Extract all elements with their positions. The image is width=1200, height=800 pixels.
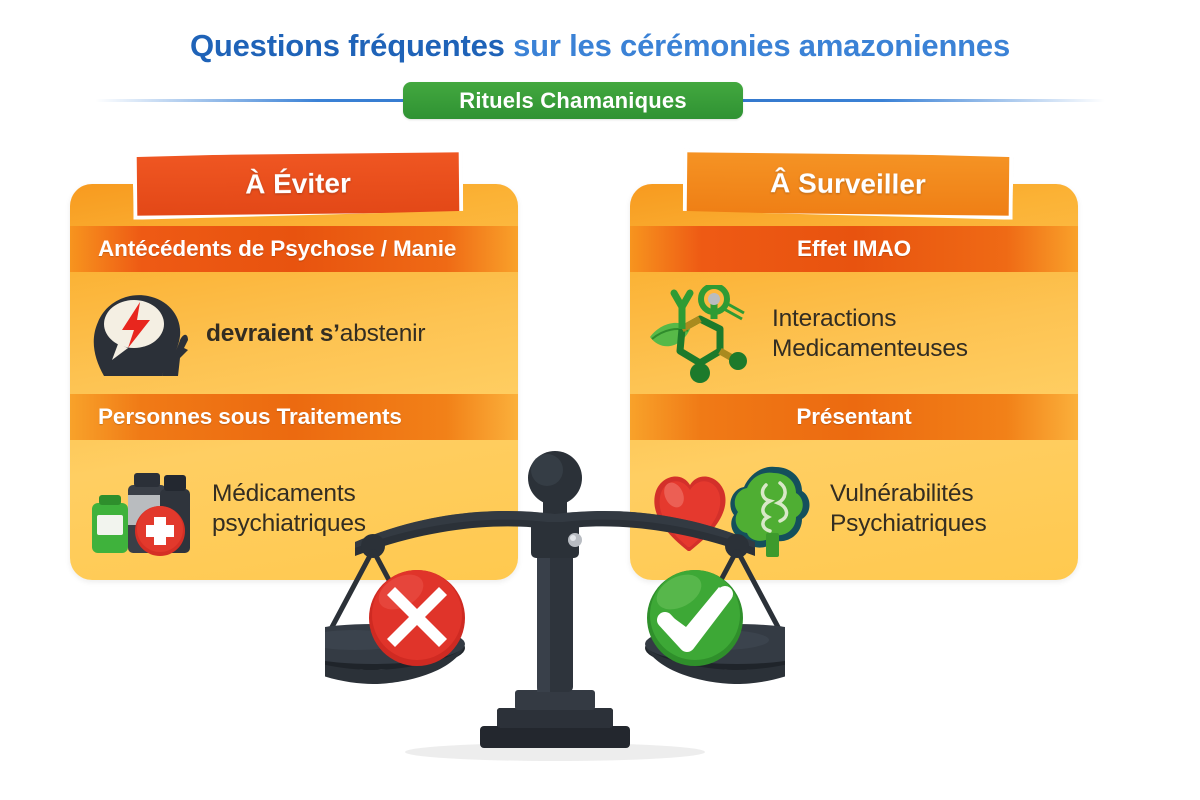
row-medicaments-psychiatriques: Médicaments psychiatriques (70, 446, 518, 572)
section-band-imao: Effet IMAO (630, 226, 1078, 272)
row-text-line2: Psychiatriques (830, 510, 987, 537)
ribbon-a-surveiller: Â Surveiller (683, 148, 1014, 219)
card-a-surveiller: Effet IMAO (630, 184, 1078, 580)
row-text-line1: Interactions (772, 305, 897, 332)
row-text-interactions: Interactions Medicamenteuses (772, 304, 968, 364)
heart-brain-tree-icon (648, 459, 816, 559)
page-title-strong: Questions fréquentes (189, 28, 505, 63)
row-text-medicaments: Médicaments psychiatriques (212, 479, 366, 539)
page-title: Questions fréquentes sur les cérémonies … (0, 24, 1200, 68)
row-devraient-sabstenir: devraient s’abstenir (70, 278, 518, 390)
row-text-abstenir: devraient s’abstenir (206, 319, 426, 349)
medicine-bottles-icon (88, 459, 198, 559)
section-band-presentant: Présentant (630, 394, 1078, 440)
subtitle-badge: Rituels Chamaniques (403, 82, 743, 119)
molecule-leaf-icon (648, 285, 758, 383)
row-text-vulnerabilites: Vulnérabilités Psychiatriques (830, 479, 987, 539)
page-title-light: sur les cérémonies amazoniennes (504, 28, 1010, 63)
balance-scale-illustration (281, 430, 829, 770)
row-text-line1: Vulnérabilités (830, 480, 974, 507)
section-band-psychose: Antécédents de Psychose / Manie (70, 226, 518, 272)
row-vulnerabilites-psychiatriques: Vulnérabilités Psychiatriques (630, 446, 1078, 572)
row-text-line1: Médicaments (212, 480, 356, 507)
row-interactions-medicamenteuses: Interactions Medicamenteuses (630, 278, 1078, 390)
row-text-line2: Medicamenteuses (772, 335, 968, 362)
head-lightning-icon (88, 288, 192, 380)
section-band-traitements: Personnes sous Traitements (70, 394, 518, 440)
row-text-rest-part: abstenir (339, 320, 426, 347)
row-text-line2: psychiatriques (212, 510, 366, 537)
ribbon-a-eviter: À Éviter (133, 148, 464, 219)
row-text-bold-part: devraient s’ (206, 320, 340, 347)
card-a-eviter: Antécédents de Psychose / Manie devraien… (70, 184, 518, 580)
